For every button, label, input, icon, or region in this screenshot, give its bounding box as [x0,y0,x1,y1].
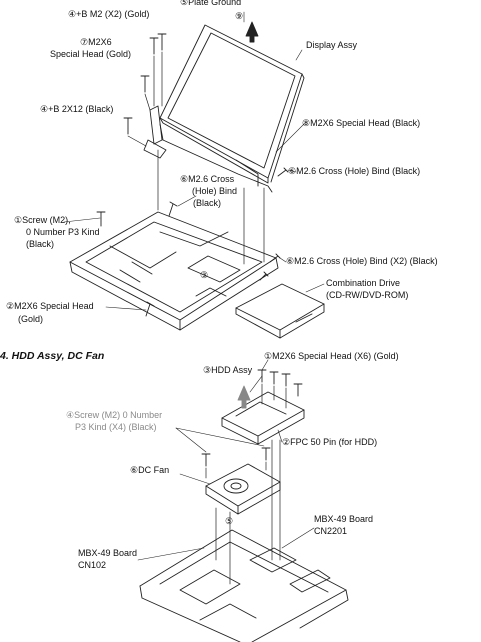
label-screw-m2-l3: (Black) [26,239,55,249]
label-combo-drive-l1: Combination Drive [326,278,401,288]
label-combo-drive-l2: (CD-RW/DVD-ROM) [326,290,409,300]
label-screw-m2-l1: ①Screw (M2), [14,215,71,225]
label-screw-m2-x4-l2: P3 Kind (X4) (Black) [75,422,157,432]
label-plate-ground: ⑤Plate Ground [180,0,242,7]
label-hdd-assy: ③HDD Assy [203,365,253,375]
label-screw-m2-x4-l1: ④Screw (M2) 0 Number [66,410,163,420]
label-m26-cross-bind-black-right: ⑥M2.6 Cross (Hole) Bind (Black) [288,166,421,176]
base-chassis-top [69,211,279,331]
label-m26-cross-hole-bind-l1: ⑥M2.6 Cross [180,174,235,184]
hdd-lift-arrow [237,385,251,409]
lift-arrow [245,21,259,43]
label-display-assy: Display Assy [306,40,358,50]
label-screw-m2-l2: 0 Number P3 Kind [26,227,100,237]
label-m2x6-special-head-gold-l1: ⑦M2X6 [80,37,112,47]
label-m2x6-special-head-black: ⑧M2X6 Special Head (Black) [302,118,421,128]
hdd-assy-illustration [221,391,305,445]
label-dc-fan: ⑥DC Fan [130,465,170,475]
label-fpc-50pin: ②FPC 50 Pin (for HDD) [282,437,378,447]
label-m26-cross-hole-bind-l3: (Black) [193,198,222,208]
label-mbx49-cn2201-l2: CN2201 [314,526,348,536]
label-step-5: ⑤ [225,516,234,526]
label-step-9: ⑨ [235,11,244,21]
label-m2x6-special-head-gold-l2: Special Head (Gold) [50,49,132,59]
screw-icons-bottom [201,369,303,467]
label-b-2x12-black: ④+B 2X12 (Black) [40,104,114,114]
label-m2x6-special-head-x6: ①M2X6 Special Head (X6) (Gold) [264,351,399,361]
left-hinge-bracket [143,105,167,159]
base-chassis-bottom [139,529,349,642]
label-m2x6-special-head-bottom-l1: ②M2X6 Special Head [6,301,94,311]
label-mbx49-cn102-l2: CN102 [78,560,107,570]
label-m2x6-special-head-bottom-l2: (Gold) [18,314,44,324]
label-mbx49-cn102-l1: MBX-49 Board [78,548,138,558]
screw-icons-top [96,33,289,317]
label-m26-cross-hole-bind-l2: (Hole) Bind [192,186,238,196]
dc-fan-illustration [205,463,281,515]
section-title: 4. HDD Assy, DC Fan [0,350,105,362]
combination-drive-illustration [235,283,325,339]
label-m26-cross-bind-x2: ⑥M2.6 Cross (Hole) Bind (X2) (Black) [286,256,438,266]
display-assy-illustration [159,24,305,193]
label-mbx49-cn2201-l1: MBX-49 Board [314,514,374,524]
label-screw-b-m2-x2: ④+B M2 (X2) (Gold) [68,9,150,19]
label-step-3: ③ [200,270,209,280]
